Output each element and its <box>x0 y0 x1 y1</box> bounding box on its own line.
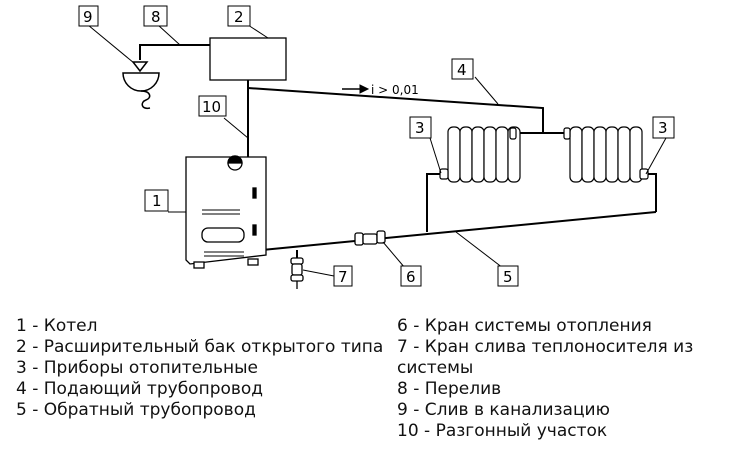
callout-7: 7 <box>338 268 348 286</box>
slope-arrow <box>342 84 370 94</box>
heating-valve <box>354 230 386 246</box>
legend-left: 1 - Котел 2 - Расширительный бак открыто… <box>16 316 388 421</box>
callout-boxes: 9 8 2 10 4 3 3 1 7 6 5 <box>78 5 675 287</box>
legend-item-10: 10 - Разгонный участок <box>397 421 608 441</box>
legend-item-5: 5 - Обратный трубопровод <box>16 400 256 420</box>
callout-2: 2 <box>234 8 244 26</box>
callout-6: 6 <box>406 268 416 286</box>
callout-1: 1 <box>152 192 162 210</box>
callout-9: 9 <box>83 8 93 26</box>
legend-item-6: 6 - Кран системы отопления <box>397 316 652 336</box>
legend-item-4: 4 - Подающий трубопровод <box>16 379 264 399</box>
legend-item-1: 1 - Котел <box>16 316 98 336</box>
radiator-left <box>439 126 521 183</box>
legend-item-9: 9 - Слив в канализацию <box>397 400 610 420</box>
legend-right: 6 - Кран системы отопления 7 - Кран слив… <box>397 316 732 442</box>
boiler <box>185 155 267 269</box>
legend-item-7: 7 - Кран слива теплоносителя из системы <box>397 337 694 378</box>
callout-3-left: 3 <box>415 119 425 137</box>
expansion-tank <box>209 37 287 81</box>
radiator-right <box>563 126 649 183</box>
callout-4: 4 <box>457 61 467 79</box>
sewer-drain <box>122 61 160 110</box>
drain-valve <box>290 257 304 289</box>
legend-item-8: 8 - Перелив <box>397 379 502 399</box>
callout-3-right: 3 <box>658 119 668 137</box>
supply-pipe <box>247 87 544 134</box>
callout-8: 8 <box>151 8 161 26</box>
slope-label: i > 0,01 <box>371 83 419 97</box>
legend-item-3: 3 - Приборы отопительные <box>16 358 258 378</box>
return-pipe <box>261 211 657 251</box>
callout-5: 5 <box>503 268 513 286</box>
heating-system-diagram: i > 0,01 9 8 2 10 4 3 3 1 7 6 5 <box>78 5 675 289</box>
legend-item-2: 2 - Расширительный бак открытого типа <box>16 337 384 357</box>
callout-10: 10 <box>202 98 221 116</box>
overflow-pipe <box>139 44 210 60</box>
